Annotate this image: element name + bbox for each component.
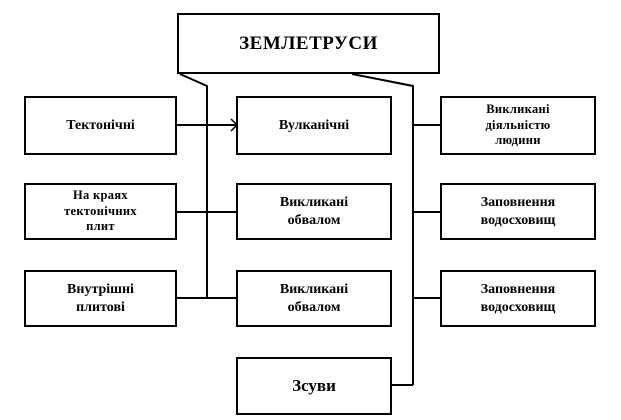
left-trunk-connector <box>179 73 208 298</box>
box-vnutrishni-plytovi: Внутрішні плитові <box>24 270 177 327</box>
box-zapovnennia-vodoskhovyshch-2: Заповнення водосховищ <box>440 270 596 327</box>
box-zsuvy: Зсуви <box>236 357 392 415</box>
label-vulkanichni: Вулканічні <box>278 117 350 133</box>
box-zapovnennia-vodoskhovyshch-1: Заповнення водосховищ <box>440 183 596 240</box>
label-na-krayakh-plyt: На краях тектонічних плит <box>64 188 137 234</box>
title-label: ЗЕМЛЕТРУСИ <box>239 32 378 54</box>
label-vyklykani-obvalom-2: Викликані обвалом <box>279 282 349 315</box>
right-trunk-connector <box>351 73 414 385</box>
label-vyklykani-diialnistiu-liudyny: Викликані діяльністю людини <box>485 102 551 148</box>
box-vulkanichni: Вулканічні <box>236 96 392 155</box>
box-vyklykani-obvalom-1: Викликані обвалом <box>236 183 392 240</box>
box-vyklykani-diialnistiu-liudyny: Викликані діяльністю людини <box>440 96 596 155</box>
label-tektonichni: Тектонічні <box>66 117 135 133</box>
label-zapovnennia-vodoskhovyshch-2: Заповнення водосховищ <box>480 282 556 315</box>
label-zapovnennia-vodoskhovyshch-1: Заповнення водосховищ <box>480 195 556 228</box>
label-vnutrishni-plytovi: Внутрішні плитові <box>67 282 134 315</box>
box-vyklykani-obvalom-2: Викликані обвалом <box>236 270 392 327</box>
label-vyklykani-obvalom-1: Викликані обвалом <box>279 195 349 228</box>
box-na-krayakh-plyt: На краях тектонічних плит <box>24 183 177 240</box>
label-zsuvy: Зсуви <box>292 376 336 396</box>
title-box: ЗЕМЛЕТРУСИ <box>177 13 440 74</box>
box-tektonichni: Тектонічні <box>24 96 177 155</box>
